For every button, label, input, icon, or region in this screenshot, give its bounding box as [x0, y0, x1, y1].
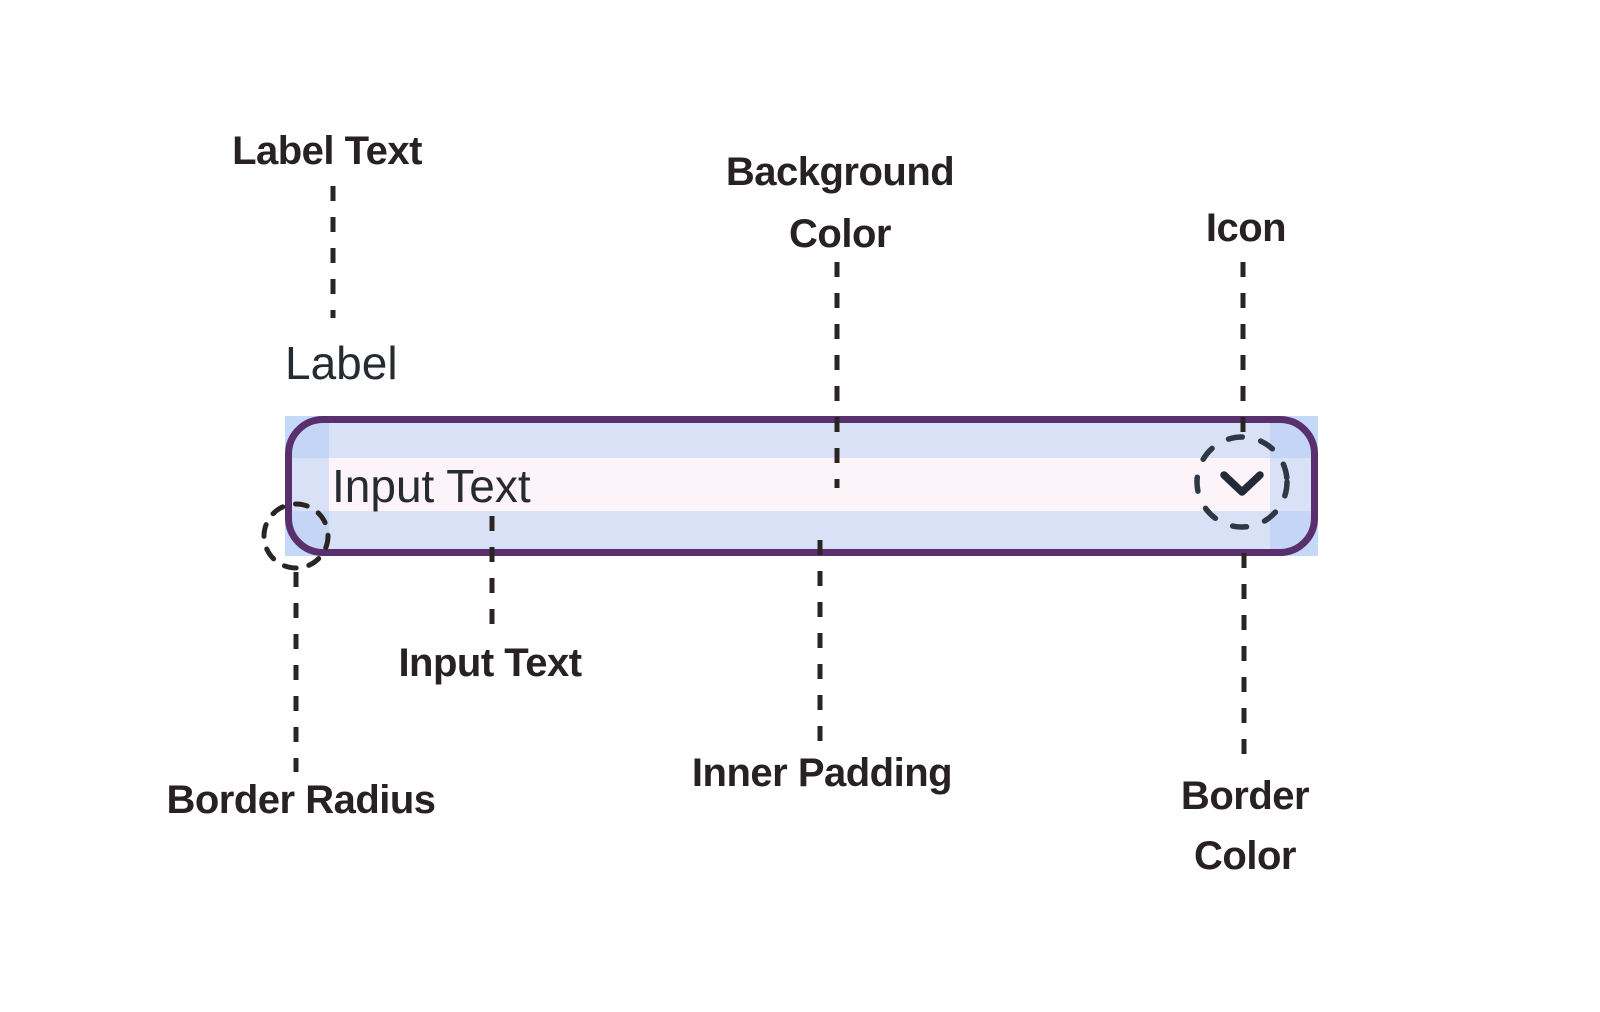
input-background: [285, 416, 1318, 556]
input-value-text: Input Text: [332, 460, 531, 512]
annotation-background-color-line2: Color: [789, 212, 891, 256]
annotation-inner-padding: Inner Padding: [691, 751, 953, 795]
annotation-label-text: Label Text: [232, 129, 422, 173]
input-label: Label: [285, 337, 398, 389]
annotation-icon: Icon: [1205, 206, 1287, 250]
annotation-border-color: Border Color: [1180, 766, 1310, 886]
annotation-border-color-line2: Color: [1194, 834, 1296, 878]
padding-highlight-bottom: [285, 511, 1318, 556]
padding-highlight-right: [1270, 416, 1318, 556]
chevron-down-icon[interactable]: [1218, 468, 1266, 500]
annotation-border-radius: Border Radius: [166, 778, 436, 822]
annotation-border-color-line1: Border: [1180, 774, 1310, 818]
annotation-background-color-line1: Background: [725, 150, 955, 194]
padding-highlight-top: [285, 416, 1318, 458]
annotation-background-color: Background Color: [725, 141, 955, 265]
text-input-field[interactable]: Input Text: [285, 416, 1318, 556]
padding-highlight-left: [285, 416, 329, 556]
annotation-input-text: Input Text: [398, 641, 582, 685]
